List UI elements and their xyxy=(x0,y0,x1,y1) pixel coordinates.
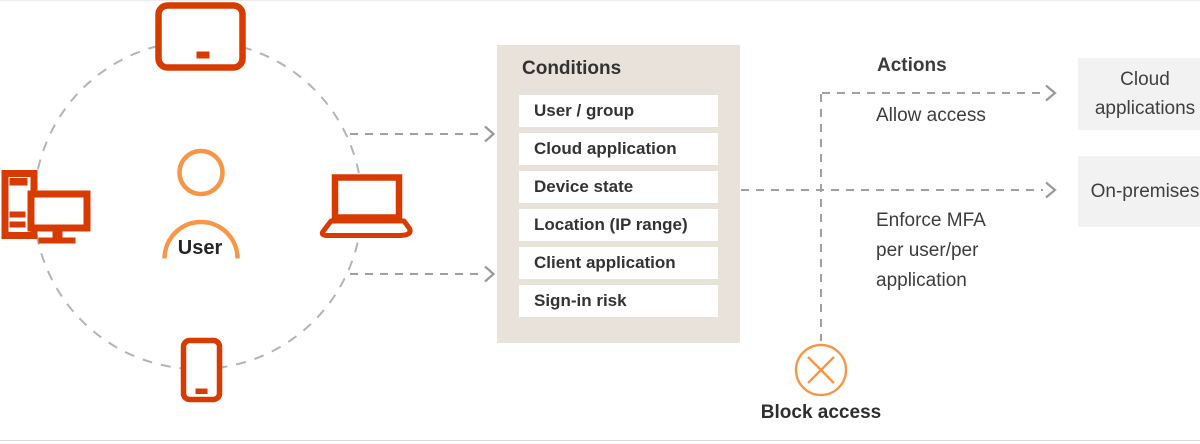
condition-row-device-state: Device state xyxy=(519,171,718,203)
cloud-applications-label: Cloud applications xyxy=(1094,69,1196,119)
person-icon xyxy=(162,148,240,259)
block-access-icon xyxy=(794,343,848,397)
arrow-branch-to-cloud xyxy=(822,84,1057,102)
conditions-rows: User / group Cloud application Device st… xyxy=(519,95,740,317)
arrow-circle-to-conditions-bottom xyxy=(350,265,496,283)
user-label: User xyxy=(177,237,223,259)
conditions-panel: Conditions User / group Cloud applicatio… xyxy=(497,45,740,343)
enforce-mfa-label: Enforce MFA per user/per application xyxy=(876,210,986,291)
condition-row-location: Location (IP range) xyxy=(519,209,718,241)
condition-row-user-group: User / group xyxy=(519,95,718,127)
condition-row-signin-risk: Sign-in risk xyxy=(519,285,718,317)
on-premises-box: On-premises xyxy=(1078,156,1200,227)
top-divider xyxy=(0,0,1200,1)
block-access-label: Block access xyxy=(760,402,882,423)
arrow-circle-to-conditions-top xyxy=(350,125,496,143)
condition-row-cloud-application: Cloud application xyxy=(519,133,718,165)
cloud-applications-box: Cloud applications xyxy=(1078,58,1200,130)
on-premises-label: On-premises xyxy=(1090,181,1200,202)
bottom-divider xyxy=(0,440,1200,441)
allow-access-label: Allow access xyxy=(876,105,986,126)
conditions-title: Conditions xyxy=(522,58,622,79)
condition-row-client-application: Client application xyxy=(519,247,718,279)
phone-icon xyxy=(180,337,223,403)
actions-title: Actions xyxy=(877,55,947,76)
tablet-icon xyxy=(155,2,246,71)
laptop-icon xyxy=(319,174,413,238)
arrow-conditions-to-onpremises xyxy=(741,181,1057,199)
desktop-icon xyxy=(1,170,91,244)
